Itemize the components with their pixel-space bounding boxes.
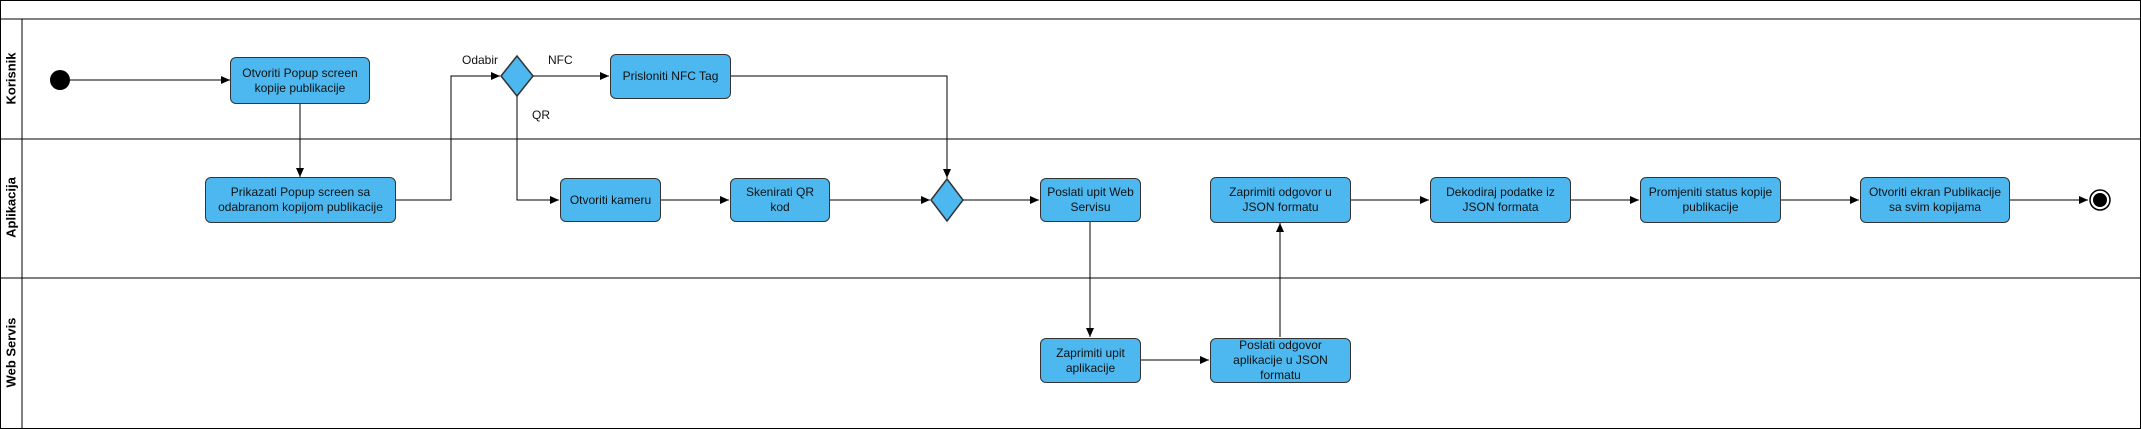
node-poslati-odgovor[interactable]: Poslati odgovor aplikacije u JSON format… [1210, 338, 1351, 383]
node-otvoriti-ekran[interactable]: Otvoriti ekran Publikacije sa svim kopij… [1860, 177, 2010, 223]
edge-nfc-to-merge [731, 75, 951, 178]
start-node [50, 70, 70, 90]
lane-title-web-servis: Web Servis [3, 317, 19, 388]
node-prislonit-nfc[interactable]: Prisloniti NFC Tag [610, 54, 731, 99]
node-skenirati-qr[interactable]: Skenirati QR kod [730, 178, 830, 222]
label-nfc: NFC [548, 53, 573, 67]
node-dekodiraj[interactable]: Dekodiraj podatke iz JSON formata [1430, 177, 1571, 223]
edge-decision-to-kamera [516, 96, 559, 204]
end-node-inner [2093, 193, 2107, 207]
label-odabir: Odabir [462, 53, 499, 67]
merge-diamond [930, 177, 964, 223]
node-poslati-upit[interactable]: Poslati upit Web Servisu [1040, 178, 1141, 222]
node-promjeniti-status[interactable]: Promjeniti status kopije publikacije [1640, 177, 1781, 223]
label-qr: QR [532, 108, 550, 122]
edge-prikazati-to-decision [396, 72, 500, 201]
node-zaprimiti-upit[interactable]: Zaprimiti upit aplikacije [1040, 338, 1141, 383]
node-otvoriti-kameru[interactable]: Otvoriti kameru [560, 178, 661, 222]
node-otvoriti-popup[interactable]: Otvoriti Popup screen kopije publikacije [230, 57, 370, 104]
node-prikazati-popup[interactable]: Prikazati Popup screen sa odabranom kopi… [205, 177, 396, 223]
node-zaprimiti-odgovor[interactable]: Zaprimiti odgovor u JSON formatu [1210, 177, 1351, 223]
lane-title-korisnik: Korisnik [3, 52, 19, 105]
lane-title-aplikacija: Aplikacija [3, 177, 19, 238]
decision-odabir [500, 54, 534, 98]
